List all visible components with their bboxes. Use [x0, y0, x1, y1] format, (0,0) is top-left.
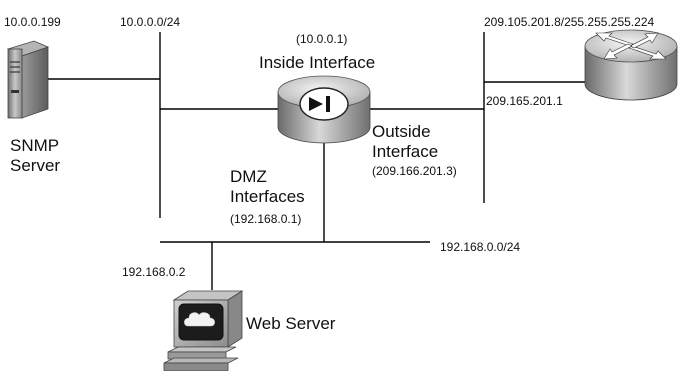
- server-tower-icon: [6, 40, 50, 119]
- snmp-server-label: SNMP Server: [10, 136, 60, 175]
- dmz-ip-label: (192.168.0.1): [230, 212, 302, 226]
- pix-firewall-icon: [277, 75, 371, 144]
- snmp-server-line1: SNMP: [10, 136, 60, 155]
- web-server-ip-label: 192.168.0.2: [122, 265, 186, 279]
- inside-subnet-label: 10.0.0.0/24: [120, 15, 181, 29]
- outside-interface-line1: Outside: [372, 122, 431, 141]
- outside-interface-line2: Interface: [372, 141, 439, 161]
- dmz-interfaces-line1: DMZ: [230, 167, 267, 186]
- workstation-icon: [163, 290, 244, 371]
- firewall-inside-ip-label: (10.0.0.1): [296, 32, 348, 46]
- outside-ip-label: (209.166.201.3): [372, 164, 457, 178]
- dmz-interfaces-label: DMZ Interfaces: [230, 167, 305, 206]
- web-server-label: Web Server: [246, 314, 336, 333]
- outside-interface-label: Outside Interface: [372, 122, 438, 161]
- router-network-label: 209.105.201.8/255.255.255.224: [484, 15, 655, 29]
- snmp-server-line2: Server: [10, 155, 61, 175]
- network-links: [40, 32, 585, 290]
- dmz-interfaces-line2: Interfaces: [230, 186, 305, 206]
- router-icon: [584, 29, 678, 101]
- router-ip-label: 209.165.201.1: [486, 94, 563, 108]
- snmp-server-ip-label: 10.0.0.199: [4, 15, 61, 29]
- dmz-subnet-label: 192.168.0.0/24: [440, 240, 521, 254]
- inside-interface-label: Inside Interface: [259, 53, 376, 72]
